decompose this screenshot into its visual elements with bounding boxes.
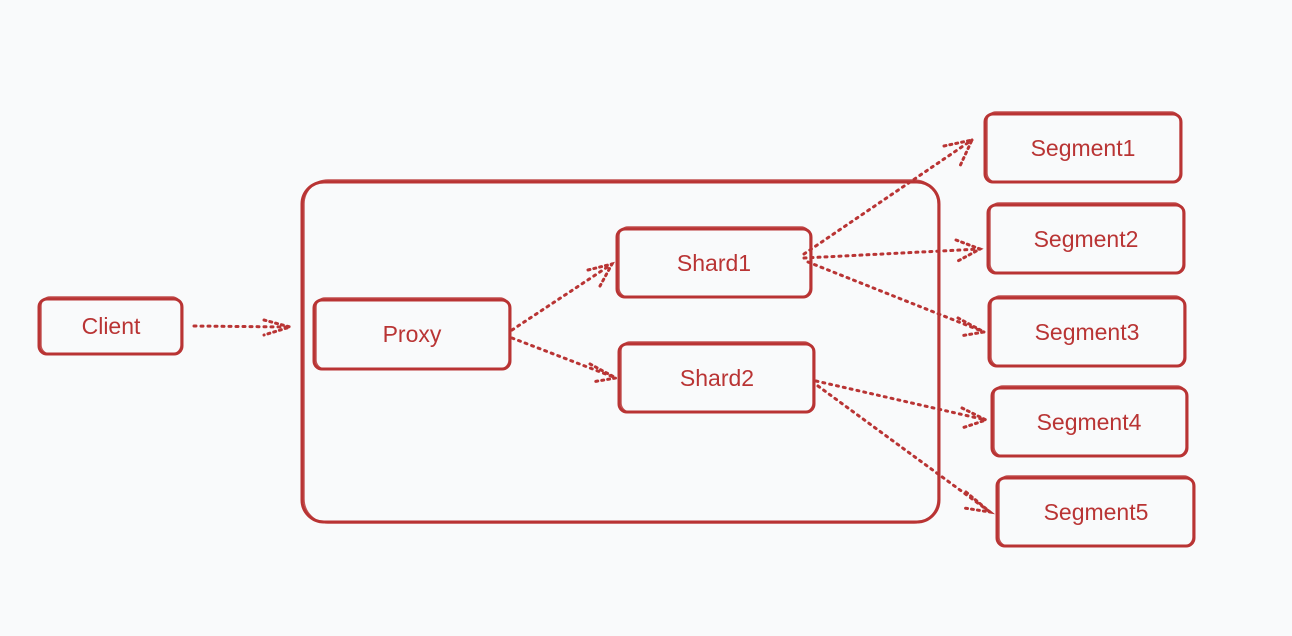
proxy-group-container [300, 179, 941, 524]
node-shard1-label: Shard1 [677, 250, 751, 276]
edge-shard1-segment2 [802, 238, 984, 264]
edge-shard2-segment5 [816, 384, 996, 515]
node-segment3: Segment3 [987, 295, 1187, 368]
node-segment5: Segment5 [995, 475, 1196, 548]
edge-shard1-segment1 [802, 137, 975, 256]
node-client-label: Client [82, 313, 141, 339]
node-client: Client [37, 296, 184, 356]
node-segment1-label: Segment1 [1031, 135, 1136, 161]
node-segment3-label: Segment3 [1035, 319, 1140, 345]
node-segment5-label: Segment5 [1044, 499, 1149, 525]
edge-proxy-shard1 [510, 261, 615, 332]
node-segment1: Segment1 [983, 111, 1183, 184]
node-shard2-label: Shard2 [680, 365, 754, 391]
edge-shard2-segment4 [814, 379, 990, 430]
node-proxy-label: Proxy [383, 321, 442, 347]
node-shard1: Shard1 [615, 226, 813, 299]
node-segment2: Segment2 [986, 202, 1186, 275]
node-segment2-label: Segment2 [1034, 226, 1139, 252]
node-proxy: Proxy [312, 297, 512, 371]
node-shard2: Shard2 [617, 341, 816, 414]
edges [192, 137, 996, 515]
edge-shard1-segment3 [806, 260, 989, 338]
edge-client-proxy [192, 318, 296, 337]
node-segment4: Segment4 [990, 385, 1189, 458]
node-segment4-label: Segment4 [1037, 409, 1142, 435]
edge-proxy-shard2 [510, 336, 621, 384]
